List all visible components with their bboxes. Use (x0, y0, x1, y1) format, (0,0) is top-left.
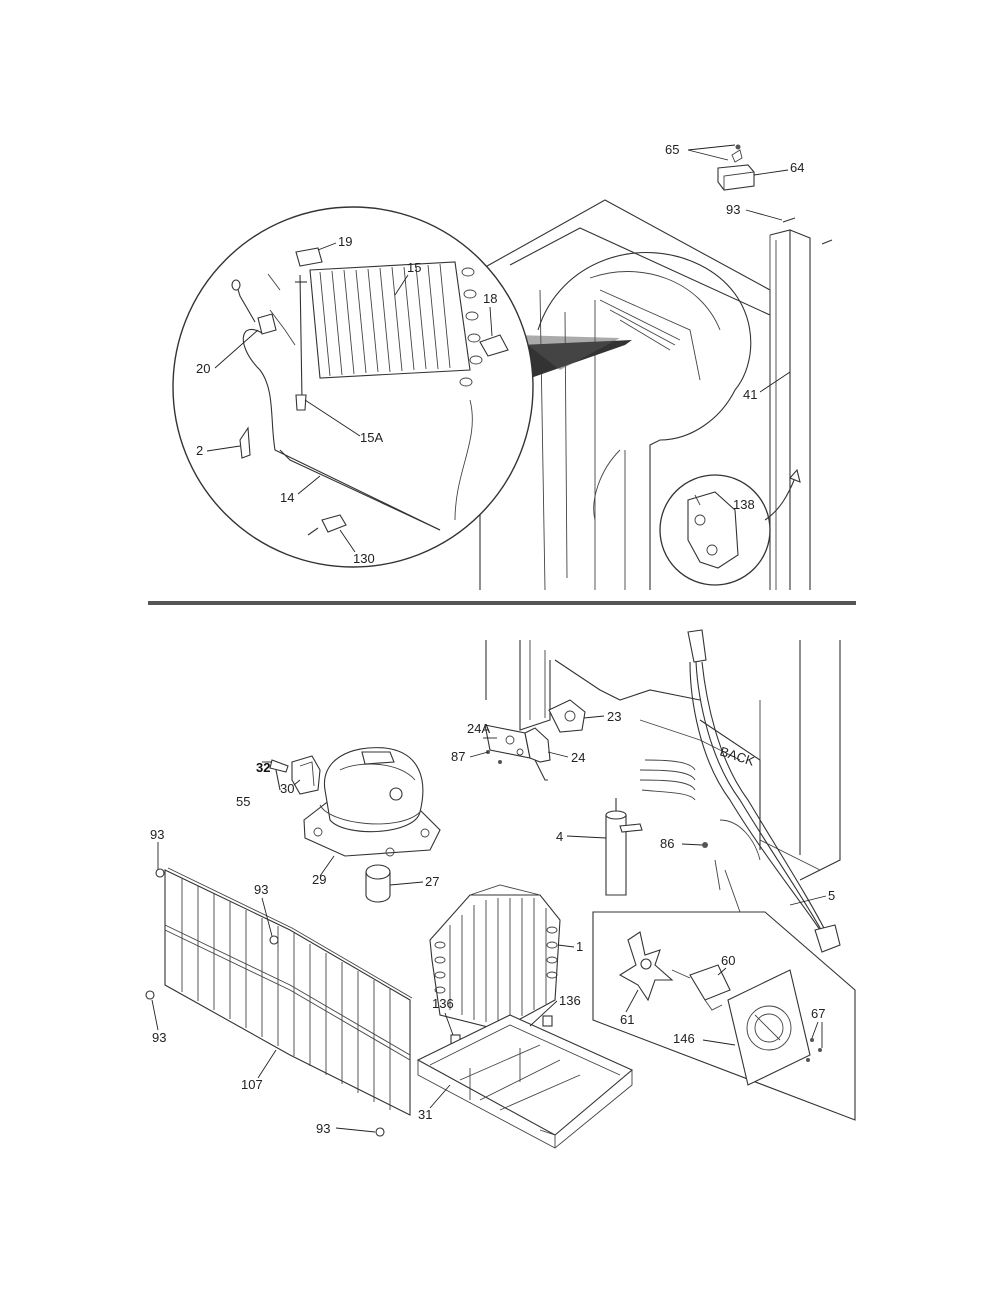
screw-86 (702, 842, 708, 848)
label-130: 130 (353, 551, 375, 566)
label-29: 29 (312, 872, 326, 887)
label-24: 24 (571, 750, 585, 765)
label-32: 32 (256, 760, 270, 775)
label-64: 64 (790, 160, 804, 175)
label-4: 4 (556, 829, 563, 844)
condenser-coil-1 (429, 884, 561, 1031)
label-1: 1 (576, 939, 583, 954)
bracket-detail-circle-138 (659, 468, 801, 586)
label-41: 41 (743, 387, 757, 402)
label-27: 27 (425, 874, 439, 889)
label-61: 61 (620, 1012, 634, 1027)
evaporator-detail-circle (172, 206, 534, 568)
base-pan-31 (416, 1014, 634, 1149)
bracket-24-24A-23 (484, 699, 586, 781)
fan-assembly-box (592, 911, 856, 1121)
label-14: 14 (280, 490, 294, 505)
compressor-29 (303, 747, 441, 857)
label-67: 67 (811, 1006, 825, 1021)
label-19: 19 (338, 234, 352, 249)
bottom-section: BACK 24A 23 87 24 32 30 55 4 86 93 29 27… (145, 629, 856, 1149)
label-107: 107 (241, 1077, 263, 1092)
label-65: 65 (665, 142, 679, 157)
top-section: 65 64 93 19 15 18 20 15A 2 14 130 41 (172, 142, 833, 591)
label-93-top: 93 (726, 202, 740, 217)
cabinet-outline (479, 199, 811, 591)
label-31: 31 (418, 1107, 432, 1122)
label-5: 5 (828, 888, 835, 903)
label-136-right: 136 (559, 993, 581, 1008)
condenser-grille-107 (145, 867, 413, 1137)
label-146: 146 (673, 1031, 695, 1046)
section-divider (148, 601, 856, 605)
label-136-left: 136 (432, 996, 454, 1011)
label-60: 60 (721, 953, 735, 968)
screw-93-top (782, 217, 833, 245)
label-138: 138 (733, 497, 755, 512)
power-cord-5 (639, 629, 841, 953)
filter-drier-4 (605, 798, 643, 896)
relay-overload-30-32 (269, 755, 321, 795)
label-86: 86 (660, 836, 674, 851)
label-93-grille-bottom-left: 93 (152, 1030, 166, 1045)
label-2: 2 (196, 443, 203, 458)
label-93-grille-bottom: 93 (316, 1121, 330, 1136)
label-23: 23 (607, 709, 621, 724)
label-24A: 24A (467, 721, 490, 736)
label-15A: 15A (360, 430, 383, 445)
label-back: BACK (718, 744, 757, 769)
label-93-grille-top: 93 (150, 827, 164, 842)
zoom-cone-shade (515, 335, 620, 370)
label-55: 55 (236, 794, 250, 809)
label-18: 18 (483, 291, 497, 306)
grommet-27 (365, 864, 391, 903)
hinge-bracket-64 (717, 144, 755, 191)
label-15: 15 (407, 260, 421, 275)
top-labels: 65 64 93 19 15 18 20 15A 2 14 130 41 (196, 142, 804, 566)
label-93-grille-mid: 93 (254, 882, 268, 897)
label-87-bracket: 87 (451, 749, 465, 764)
label-20: 20 (196, 361, 210, 376)
label-30: 30 (280, 781, 294, 796)
